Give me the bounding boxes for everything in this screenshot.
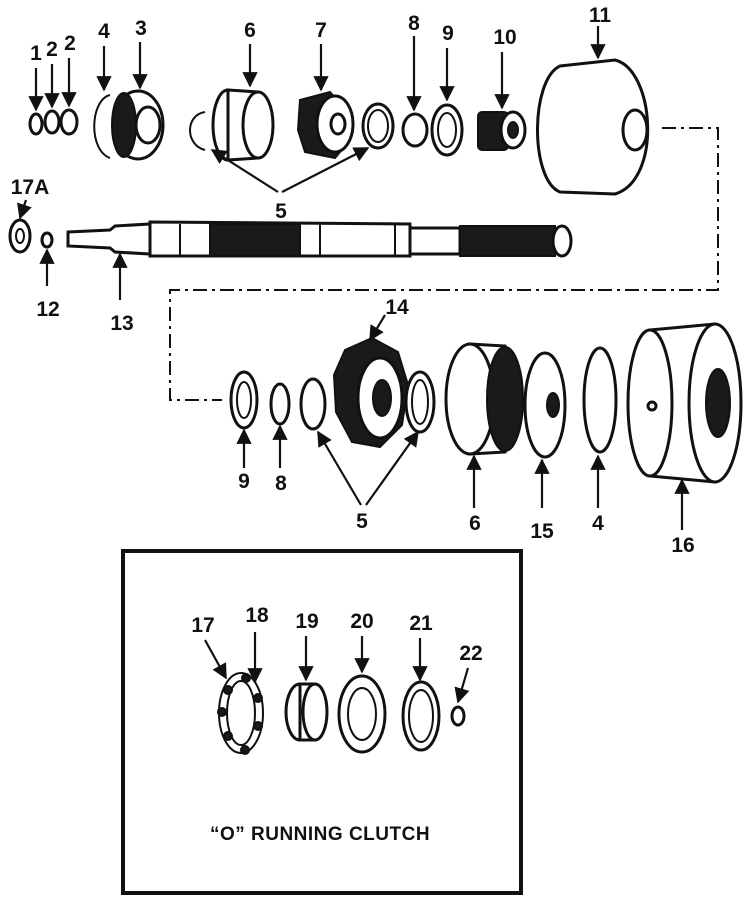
- label-6-mid: 6: [469, 512, 481, 535]
- label-3: 3: [135, 17, 147, 40]
- leader-5-top: [210, 147, 370, 193]
- part-3-drum: [111, 89, 165, 161]
- part-14-planet-carrier: [332, 336, 410, 449]
- label-2a: 2: [46, 38, 58, 61]
- label-6-top: 6: [244, 19, 256, 42]
- label-2b: 2: [64, 32, 76, 55]
- part-22-washer: [450, 705, 466, 727]
- label-5-mid: 5: [356, 510, 368, 533]
- part-12-washer: [40, 231, 54, 249]
- label-15: 15: [530, 520, 554, 543]
- label-21: 21: [409, 612, 433, 635]
- part-7-planet-carrier-top: [296, 90, 355, 160]
- part-11-reaction-drum: [536, 58, 650, 196]
- label-11: 11: [589, 4, 612, 27]
- label-14: 14: [385, 296, 409, 319]
- label-17a: 17A: [11, 176, 50, 199]
- label-17: 17: [191, 614, 214, 637]
- part-4-snap-ring-top: [93, 94, 111, 159]
- label-16: 16: [671, 534, 694, 557]
- part-6-ring-gear-mid: [444, 342, 524, 456]
- label-19: 19: [295, 610, 318, 633]
- part-5-snap-ring-left: [189, 111, 206, 151]
- label-12: 12: [36, 298, 59, 321]
- part-17a-seal: [8, 218, 32, 254]
- label-4-top: 4: [98, 20, 110, 43]
- label-20: 20: [350, 610, 373, 633]
- part-16-housing: [626, 322, 743, 484]
- connector-line: [169, 127, 719, 401]
- label-8-mid: 8: [275, 472, 287, 495]
- part-1-ring: [28, 112, 44, 136]
- label-1: 1: [30, 42, 42, 65]
- label-9-top: 9: [442, 22, 454, 45]
- label-7: 7: [315, 19, 327, 42]
- part-15-sun-gear-shell: [523, 351, 567, 459]
- part-2-rings: [43, 108, 79, 136]
- part-19-inner-race: [284, 682, 329, 742]
- part-5-snap-ring-right: [361, 102, 395, 150]
- part-10-sun-gear: [477, 110, 527, 151]
- part-8-washer-mid: [269, 382, 291, 426]
- part-20-cam: [337, 674, 387, 754]
- label-5-top: 5: [275, 200, 287, 223]
- part-4-snap-ring-mid: [582, 346, 618, 454]
- running-clutch-inset: “O” RUNNING CLUTCH: [121, 549, 523, 895]
- label-22: 22: [459, 642, 482, 665]
- label-9-mid: 9: [238, 470, 250, 493]
- label-13: 13: [110, 312, 133, 335]
- part-number-labels: 1 2 2 4 3 6 7 8 9 10 11 5 17A 12 13 14 9…: [11, 4, 695, 665]
- label-8-top: 8: [408, 12, 420, 35]
- part-6-ring-gear-top: [211, 88, 275, 162]
- label-18: 18: [245, 604, 269, 627]
- part-21-retainer: [401, 680, 441, 752]
- part-8-washer-top: [401, 112, 429, 148]
- part-5-snap-ring-mid-right: [404, 370, 436, 434]
- leader-arrows: [17, 26, 690, 704]
- part-5-snap-ring-mid-left: [299, 377, 327, 431]
- inset-caption: “O” RUNNING CLUTCH: [210, 824, 430, 845]
- part-17-18-roller-cage: [217, 672, 264, 755]
- part-9-thrust-washer-top: [430, 103, 464, 157]
- part-13-output-shaft: [66, 220, 573, 258]
- leader-5-mid: [317, 430, 419, 506]
- label-4-mid: 4: [592, 512, 604, 535]
- label-10: 10: [493, 26, 516, 49]
- part-9-thrust-washer-mid: [229, 370, 259, 430]
